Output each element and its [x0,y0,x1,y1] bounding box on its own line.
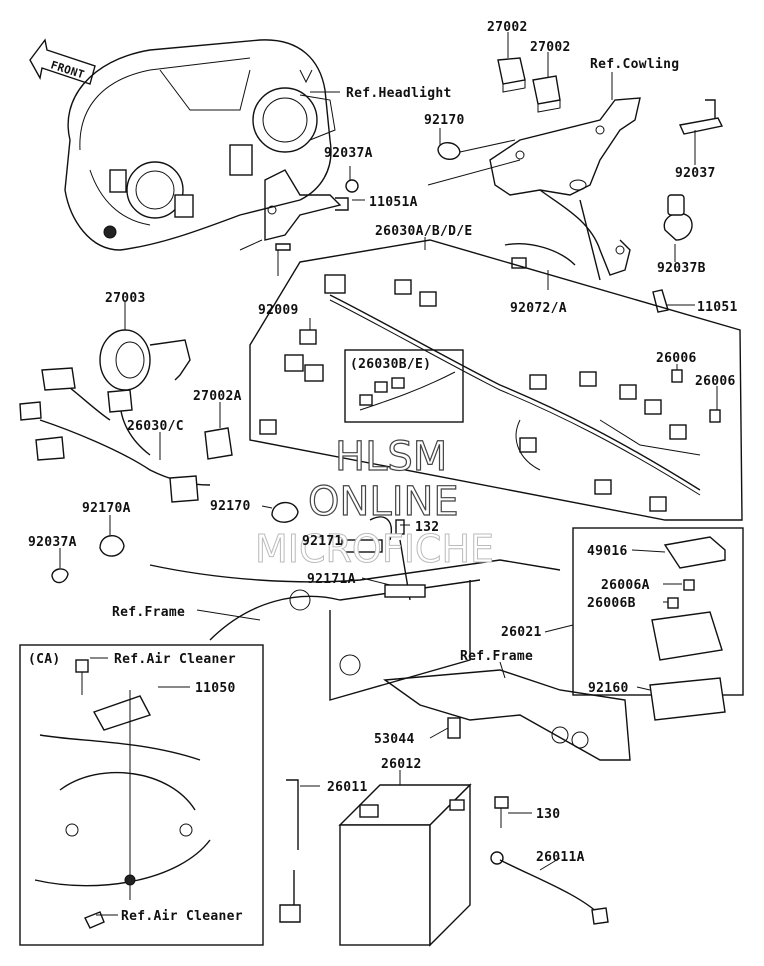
relay-27002-b [532,75,561,113]
ecu-box-26021 [572,527,744,721]
sub-harness-26030c [19,367,211,503]
label-ref-air-cleaner-bottom: Ref.Air Cleaner [121,909,243,924]
clamp-92170 [437,142,461,160]
label-ca: (CA) [28,652,61,667]
part-labels: 27002 27002 Ref.Cowling Ref.Headlight 92… [28,20,738,924]
leader-lines [59,32,718,916]
label-92009: 92009 [258,303,299,318]
bolt-130 [494,796,509,828]
label-27003: 27003 [105,291,146,306]
label-92037a-top: 92037A [324,146,373,161]
label-27002-b: 27002 [530,40,571,55]
main-harness [249,239,743,521]
label-53044: 53044 [374,732,415,747]
rear-frame [383,669,631,761]
label-92037a-left: 92037A [28,535,77,550]
label-11051a: 11051A [369,195,418,210]
band-92072 [504,243,576,269]
label-92037b: 92037B [657,261,706,276]
label-11051: 11051 [697,300,738,315]
headlight-assembly [64,39,336,251]
label-ref-cowling: Ref.Cowling [590,57,679,72]
cowling-stay [489,97,641,281]
clamp-92037b [663,194,693,241]
label-132: 132 [415,520,439,535]
label-26030c: 26030/C [127,419,184,434]
fuse-26006-b [709,409,721,423]
label-26006a: 26006A [601,578,650,593]
label-11050: 11050 [195,681,236,696]
watermark: HLSM ONLINE MICROFICHE [255,433,495,571]
watermark-line-2: ONLINE [308,479,459,525]
battery-26012 [338,783,472,947]
label-92037: 92037 [675,166,716,181]
label-92160: 92160 [588,681,629,696]
relay-27002-a [497,57,526,93]
label-130: 130 [536,807,560,822]
label-ref-air-cleaner-top: Ref.Air Cleaner [114,652,236,667]
label-27002-a: 27002 [487,20,528,35]
frame [149,516,561,701]
battery-lead-26011a [490,851,609,925]
front-direction-arrow: FRONT [29,38,96,85]
relay-27002a [204,427,233,460]
ca-inset [19,644,264,946]
watermark-line-1: HLSM [335,434,447,480]
label-26021: 26021 [501,625,542,640]
clamp-92037a-left [51,568,69,584]
label-92171: 92171 [302,534,343,549]
label-92170-mid: 92170 [210,499,251,514]
label-26006b: 26006B [587,596,636,611]
label-26011: 26011 [327,780,368,795]
strap-92037 [678,99,724,135]
horn-27003 [99,329,191,391]
label-26030abde: 26030A/B/D/E [375,224,473,239]
label-26030be: (26030B/E) [350,357,431,372]
battery-lead-26011 [279,779,301,923]
clamp-92170-mid [271,501,299,523]
label-92171a: 92171A [307,572,356,587]
label-92170-top: 92170 [424,113,465,128]
label-27002a: 27002A [193,389,242,404]
label-ref-headlight: Ref.Headlight [346,86,452,101]
label-49016: 49016 [587,544,628,559]
label-92072a: 92072/A [510,301,567,316]
label-ref-frame-right: Ref.Frame [460,649,533,664]
label-92170a: 92170A [82,501,131,516]
fuse-26006-a [671,369,683,383]
sub-harness-26030be [344,349,464,423]
watermark-line-3: MICROFICHE [255,527,494,571]
headlight-bracket [264,169,359,251]
clamp-92170a [99,535,125,557]
label-26006-a: 26006 [656,351,697,366]
damper-53044 [447,717,461,739]
label-26006-b: 26006 [695,374,736,389]
label-ref-frame-left: Ref.Frame [112,605,185,620]
label-26011a: 26011A [536,850,585,865]
label-26012: 26012 [381,757,422,772]
